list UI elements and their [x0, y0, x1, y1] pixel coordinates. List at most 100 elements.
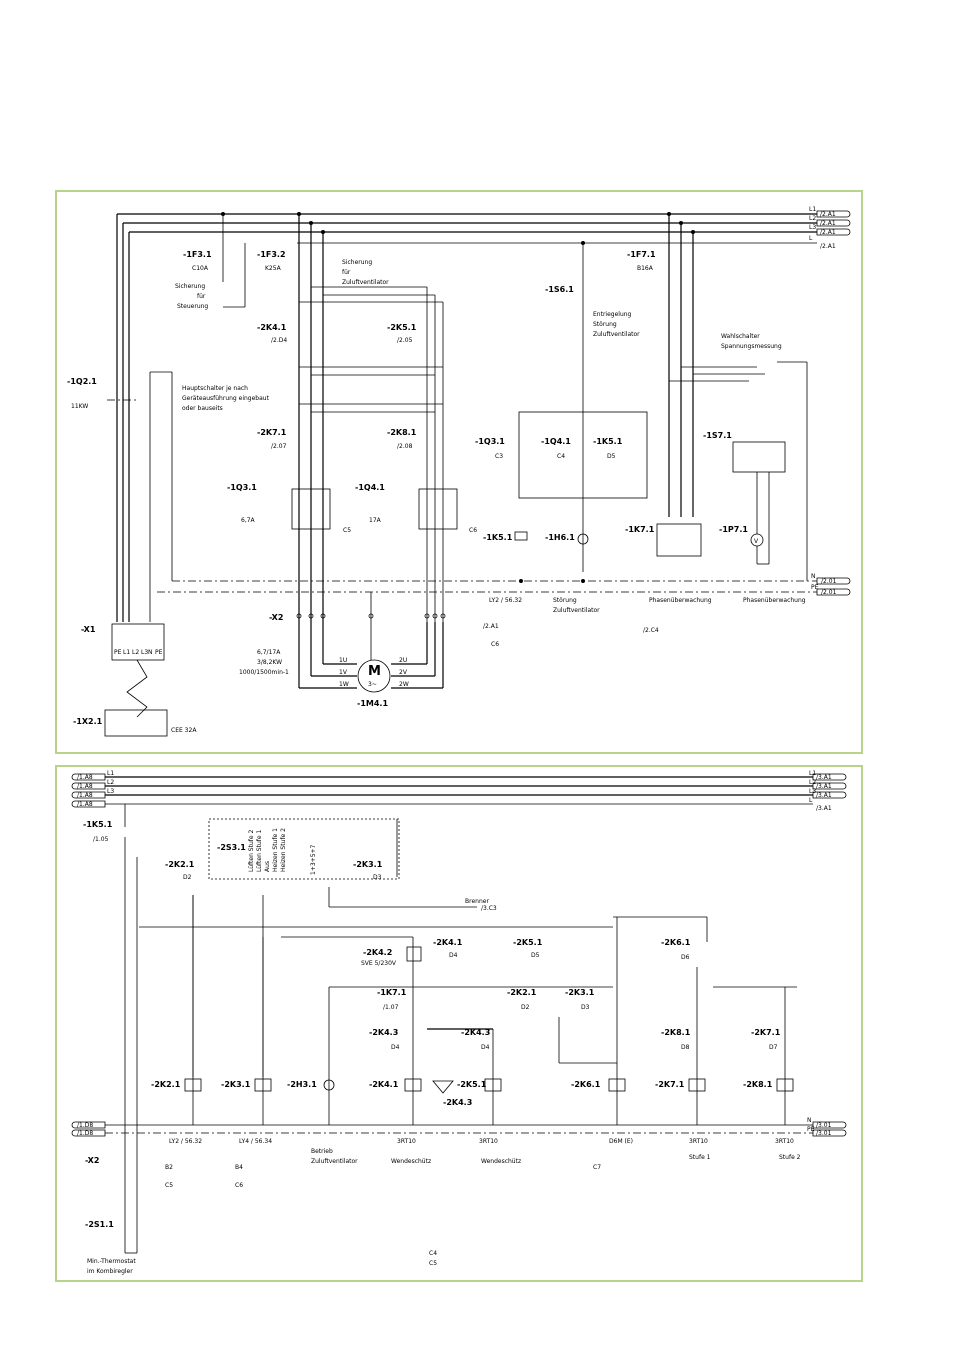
- bus-pe-ref: /3.01: [816, 1130, 832, 1137]
- x21-tag: -1X2.1: [73, 717, 103, 726]
- f32-desc3: Zuluftventilator: [342, 279, 389, 286]
- s31-pos-2: Lüften Stufe 1: [256, 830, 263, 872]
- foot-wende2: Wendeschütz: [481, 1158, 521, 1165]
- k31-tag: -2K3.1: [353, 860, 383, 869]
- x2-tag: -X2: [85, 1156, 99, 1165]
- k71-tag: -1K7.1: [377, 988, 407, 997]
- x21-plug: CEE 32A: [171, 727, 197, 734]
- k51-tag: -2K5.1: [387, 323, 417, 332]
- x2-tag: -X2: [269, 613, 283, 622]
- bus-l1-label: L1: [809, 206, 816, 213]
- foot-betrieb1: Betrieb: [311, 1148, 333, 1155]
- f31-desc2: für: [197, 293, 206, 300]
- k43b-aux: D4: [481, 1044, 490, 1051]
- q21-note2: Geräteausführung eingebaut: [182, 395, 270, 402]
- xref-c6: C6: [235, 1182, 243, 1189]
- s11-note2: im Kombiregler: [87, 1268, 133, 1275]
- bus-l2-label: L2: [809, 779, 816, 786]
- x1-term-2: L1: [123, 649, 130, 656]
- foot-c6: C6: [491, 641, 499, 648]
- k41-tag: -2K4.1: [257, 323, 287, 332]
- bus-n-ref-left: /1.D8: [77, 1122, 93, 1129]
- foot-ref-a1: /2.A1: [483, 623, 499, 630]
- k71b-tag: -2K7.1: [751, 1028, 781, 1037]
- q31-rating: 6,7A: [241, 517, 256, 524]
- q21-rating: 11KW: [71, 403, 88, 410]
- foot-rt4: 3RT10: [775, 1138, 794, 1145]
- foot-ly2: LY2 / 56.32: [489, 597, 522, 604]
- foot-phase2: Phasenüberwachung: [743, 597, 806, 604]
- k71b-tag: -1K7.1: [625, 525, 655, 534]
- power-circuit-sheet: L1 L2 L3 L /2.A1 /2.A1 /2.A1 /2.A1 N PE …: [55, 190, 863, 754]
- k71-ref: /2.07: [271, 443, 287, 450]
- coil-k41-tag: -2K4.1: [369, 1080, 399, 1089]
- coil-k71-tag: -2K7.1: [655, 1080, 685, 1089]
- h61-tag: -1H6.1: [545, 533, 575, 542]
- k31-aux: D3: [373, 874, 382, 881]
- bus-left-refs: /1.A8 /1.A8 /1.A8 /1.A8 L1 L2 L3: [71, 770, 114, 808]
- bus-l-label: L: [809, 797, 813, 804]
- k71b-aux: D7: [769, 1044, 778, 1051]
- k81-tag: -2K8.1: [661, 1028, 691, 1037]
- control-circuit-sheet: /1.A8 /1.A8 /1.A8 /1.A8 L1 L2 L3 L1 L2 L…: [55, 765, 863, 1282]
- bus-l-ref: /3.A1: [816, 805, 832, 812]
- bus-l3-label: L3: [809, 788, 816, 795]
- coil-k61-tag: -2K6.1: [571, 1080, 601, 1089]
- x1-tag: -X1: [81, 625, 96, 634]
- s61-tag: -1S6.1: [545, 285, 574, 294]
- f31-desc1: Sicherung: [175, 283, 205, 290]
- bus-pe-label: PE: [811, 584, 819, 591]
- foot-ly2: LY2 / 56.32: [169, 1138, 202, 1145]
- q41b-aux: C4: [557, 453, 565, 460]
- control-circuit-diagram: /1.A8 /1.A8 /1.A8 /1.A8 L1 L2 L3 L1 L2 L…: [71, 770, 847, 1275]
- k41-ref: /2.D4: [271, 337, 287, 344]
- motor-spec2: 3/8,2KW: [257, 659, 282, 666]
- q21-note1: Hauptschalter je nach: [182, 385, 248, 392]
- p71-symbol: V: [754, 538, 759, 545]
- q21-note3: oder bauseits: [182, 405, 223, 412]
- coil-k21-tag: -2K2.1: [151, 1080, 181, 1089]
- xref-b4: B4: [235, 1164, 243, 1171]
- motor-spec3: 1000/1500min-1: [239, 669, 289, 676]
- foot-rt3: 3RT10: [689, 1138, 708, 1145]
- f71-tag: -1F7.1: [627, 250, 656, 259]
- motor-phase: 3~: [368, 681, 377, 688]
- k71-tag: -2K7.1: [257, 428, 287, 437]
- k81-ref: /2.08: [397, 443, 413, 450]
- q31b-aux: C3: [495, 453, 503, 460]
- s31-pos-1: Lüften Stufe 2: [248, 830, 255, 872]
- k71-ref: /1.07: [383, 1004, 399, 1011]
- bus-n-ref: /3.01: [816, 1122, 832, 1129]
- q41-tag: -1Q4.1: [355, 483, 385, 492]
- x1-term-5: N: [148, 649, 153, 656]
- coil-k51-tag: -2K5.1: [457, 1080, 487, 1089]
- motor-spec1: 6,7/17A: [257, 649, 281, 656]
- k43b-tag: -2K4.3: [461, 1028, 490, 1037]
- k41-aux: D4: [449, 952, 458, 959]
- k51b-tag: -1K5.1: [593, 437, 623, 446]
- bus-l3-ref-left: /1.A8: [77, 792, 93, 799]
- x1-terminals: PE L1 L2 L3 N PE: [114, 649, 163, 656]
- f32-tag: -1F3.2: [257, 250, 286, 259]
- x1-term-4: L3: [141, 649, 148, 656]
- bus-l2-left-label: L2: [107, 779, 114, 786]
- q31b-tag: -1Q3.1: [475, 437, 505, 446]
- bus-n-label: N: [811, 573, 816, 580]
- bus-l-label: L: [809, 235, 813, 242]
- s71-tag: -1S7.1: [703, 431, 732, 440]
- coil-k81-tag: -2K8.1: [743, 1080, 773, 1089]
- p71-tag: -1P7.1: [719, 525, 748, 534]
- foot-rt1: 3RT10: [397, 1138, 416, 1145]
- s31-positions: Lüften Stufe 2 Lüften Stufe 1 Aus Heizen…: [248, 828, 317, 875]
- k43c-tag: -2K4.3: [443, 1098, 472, 1107]
- q41b-tag: -1Q4.1: [541, 437, 571, 446]
- motor-term-2u: 2U: [399, 657, 407, 664]
- x1-term-6: PE: [155, 649, 163, 656]
- bus-pe-ref: /2.01: [821, 589, 837, 596]
- bus-l1-label: L1: [809, 770, 816, 777]
- q31-tag: -1Q3.1: [227, 483, 257, 492]
- bus-l1-ref: /3.A1: [816, 774, 832, 781]
- s71-desc2: Spannungsmessung: [721, 343, 782, 350]
- brenner-label: Brenner: [465, 898, 489, 905]
- xref-c4: C4: [429, 1250, 437, 1257]
